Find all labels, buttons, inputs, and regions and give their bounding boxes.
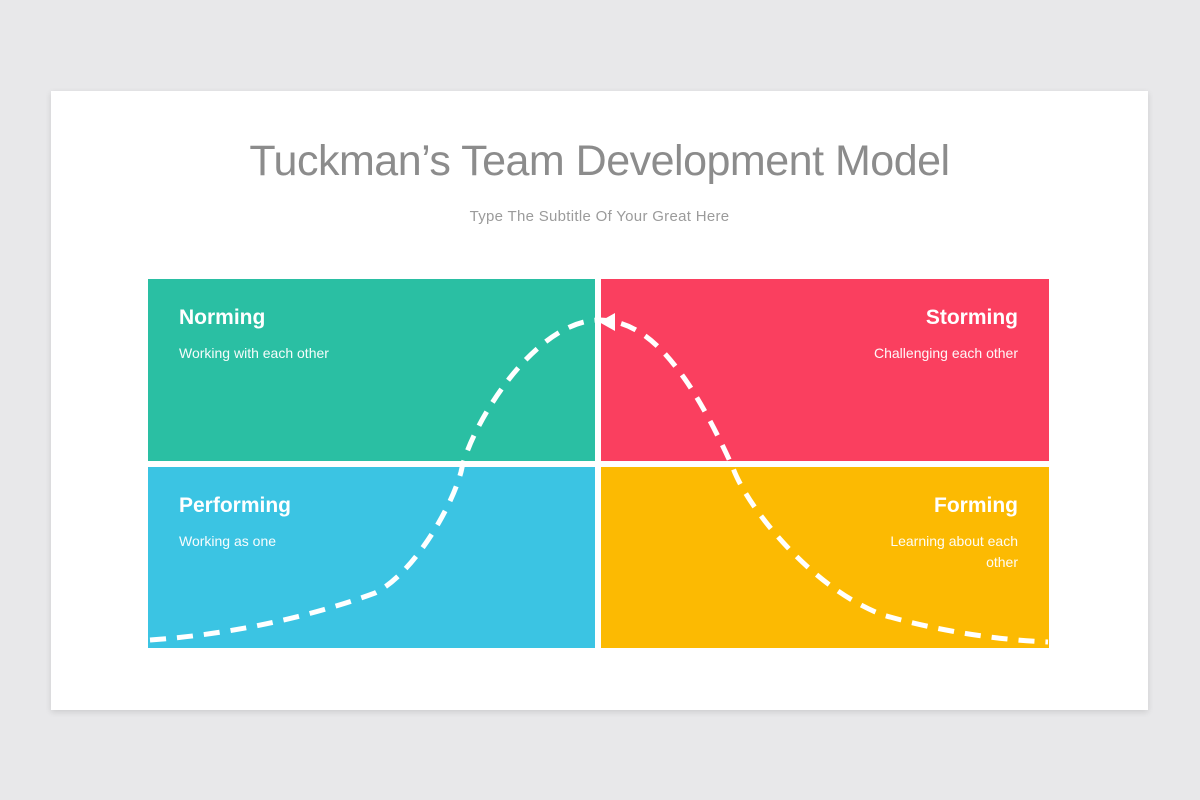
slide: Tuckman’s Team Development Model Type Th… <box>51 91 1148 710</box>
quadrant-desc-performing: Working as one <box>179 533 277 550</box>
slide-title: Tuckman’s Team Development Model <box>249 137 950 185</box>
quadrant-forming: Forming Learning about each other <box>601 467 1049 648</box>
quadrant-title-storming: Storming <box>925 306 1018 329</box>
quadrant-storming: Storming Challenging each other <box>601 279 1049 461</box>
quadrant-desc-norming: Working with each other <box>179 345 329 362</box>
quadrant-desc-forming: Learning about each other <box>890 533 1018 570</box>
quadrant-title-norming: Norming <box>179 306 266 329</box>
quadrant-title-performing: Performing <box>179 494 292 517</box>
quadrant-desc-storming: Challenging each other <box>874 345 1018 362</box>
slide-subtitle: Type The Subtitle Of Your Great Here <box>469 208 730 225</box>
quadrant-performing: Performing Working as one <box>148 467 595 648</box>
quadrant-norming: Norming Working with each other <box>148 279 595 461</box>
quadrant-title-forming: Forming <box>934 494 1018 517</box>
quadrant-grid: Norming Working with each other Storming… <box>148 279 1049 648</box>
